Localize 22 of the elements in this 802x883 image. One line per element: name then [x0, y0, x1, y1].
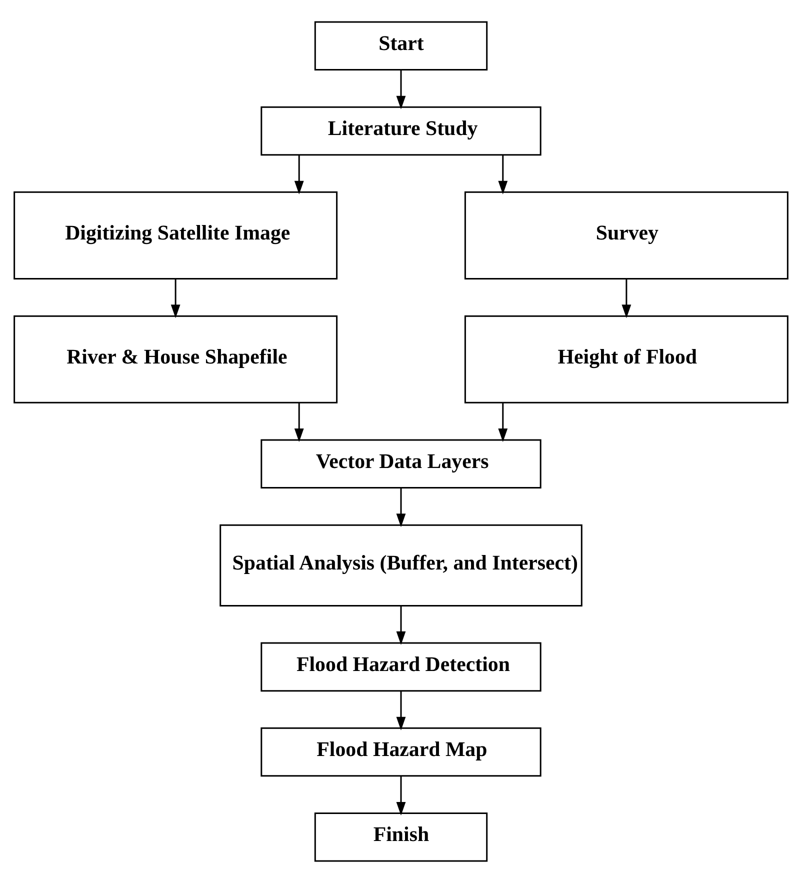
arrow	[498, 155, 508, 194]
node-box: River & House Shapefile	[14, 315, 338, 404]
node-box: Flood Hazard Map	[260, 727, 542, 777]
node-box: Spatial Analysis (Buffer, and Intersect)	[220, 524, 582, 606]
arrow	[498, 403, 508, 442]
node-box: Start	[314, 21, 488, 70]
node-box: Survey	[464, 191, 788, 280]
arrow	[396, 606, 406, 645]
arrow	[396, 691, 406, 730]
arrow	[294, 155, 304, 194]
node-box: Finish	[314, 812, 488, 862]
node-box: Literature Study	[260, 106, 542, 156]
node-box: Digitizing Satellite Image	[14, 191, 338, 280]
arrow	[170, 278, 180, 318]
arrow	[396, 488, 406, 528]
node-box: Vector Data Layers	[260, 439, 542, 489]
arrow	[294, 403, 304, 442]
arrow	[396, 70, 406, 110]
node-box: Height of Flood	[464, 315, 788, 404]
arrow	[396, 776, 406, 816]
arrow	[622, 278, 632, 318]
node-box: Flood Hazard Detection	[260, 642, 542, 692]
